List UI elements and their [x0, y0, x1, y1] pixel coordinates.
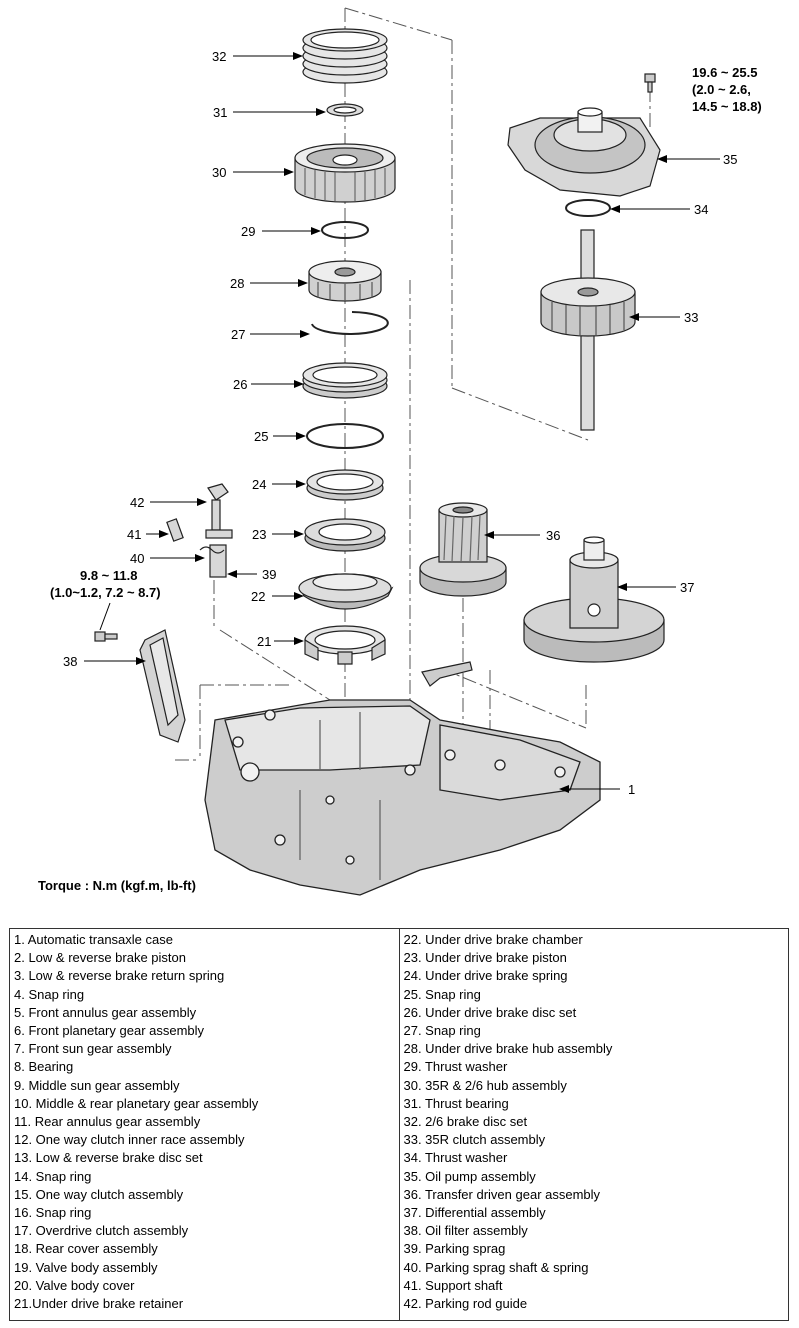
torque-oil-pump-line1: 19.6 ~ 25.5 [692, 65, 757, 80]
legend-item: 38. Oil filter assembly [403, 1223, 528, 1239]
hub-assembly-30-drawing [294, 143, 396, 203]
torque-filter-line1: 9.8 ~ 11.8 [80, 568, 137, 583]
callout-27: 27 [231, 327, 245, 342]
callout-1: 1 [628, 782, 635, 797]
legend-item: 12. One way clutch inner race assembly [14, 1132, 245, 1148]
callout-35: 35 [723, 152, 737, 167]
legend-item: 39. Parking sprag [403, 1241, 506, 1257]
legend-item: 29. Thrust washer [403, 1059, 508, 1075]
callout-39: 39 [262, 567, 276, 582]
callout-41: 41 [127, 527, 141, 542]
legend-item: 31. Thrust bearing [403, 1095, 509, 1111]
legend-item: 19. Valve body assembly [14, 1259, 158, 1275]
callout-36: 36 [546, 528, 560, 543]
oil-pump-drawing [507, 107, 661, 197]
thrust-bearing-drawing [326, 103, 364, 117]
snap-ring-25-drawing [306, 423, 384, 449]
filter-bolt-drawing [94, 631, 118, 642]
oil-filter-drawing [139, 629, 186, 743]
legend-item: 21.Under drive brake retainer [14, 1296, 184, 1312]
legend-item: 37. Differential assembly [403, 1205, 546, 1221]
parking-parts-drawing [166, 483, 233, 578]
callout-28: 28 [230, 276, 244, 291]
parts-legend-table: 1. Automatic transaxle case 2. Low & reve… [9, 928, 789, 1321]
legend-item: 25. Snap ring [403, 986, 481, 1002]
callout-42: 42 [130, 495, 144, 510]
legend-item: 10. Middle & rear planetary gear assembl… [14, 1095, 259, 1111]
legend-item: 20. Valve body cover [14, 1277, 135, 1293]
torque-units-note: Torque : N.m (kgf.m, lb-ft) [38, 878, 196, 893]
transaxle-case-drawing [204, 699, 601, 896]
callout-33: 33 [684, 310, 698, 325]
brake-disc-set-32-drawing [302, 28, 388, 84]
legend-item: 11. Rear annulus gear assembly [14, 1114, 201, 1130]
legend-item: 5. Front annulus gear assembly [14, 1004, 197, 1020]
torque-oil-pump-line3: 14.5 ~ 18.8) [692, 99, 762, 114]
legend-item: 9. Middle sun gear assembly [14, 1077, 180, 1093]
legend-item: 30. 35R & 2/6 hub assembly [403, 1077, 567, 1093]
legend-item: 1. Automatic transaxle case [14, 932, 173, 947]
brake-spring-24-drawing [306, 469, 384, 501]
thrust-washer-29-drawing [321, 221, 369, 239]
legend-item: 23. Under drive brake piston [403, 950, 567, 966]
legend-item: 18. Rear cover assembly [14, 1241, 158, 1257]
brake-disc-set-26-drawing [302, 362, 388, 399]
callout-34: 34 [694, 202, 708, 217]
legend-item: 15. One way clutch assembly [14, 1186, 184, 1202]
legend-item: 4. Snap ring [14, 986, 85, 1002]
legend-item: 28. Under drive brake hub assembly [403, 1041, 613, 1057]
callout-24: 24 [252, 477, 266, 492]
differential-drawing [523, 536, 665, 663]
legend-item: 33. 35R clutch assembly [403, 1132, 546, 1148]
legend-item: 14. Snap ring [14, 1168, 92, 1184]
legend-item: 41. Support shaft [403, 1277, 503, 1293]
legend-column-right: 22. Under drive brake chamber 23. Under d… [398, 929, 789, 1320]
callout-29: 29 [241, 224, 255, 239]
clutch-35r-drawing [540, 229, 636, 431]
brake-piston-23-drawing [304, 518, 386, 552]
legend-item: 6. Front planetary gear assembly [14, 1023, 205, 1039]
legend-item: 8. Bearing [14, 1059, 74, 1075]
callout-40: 40 [130, 551, 144, 566]
callout-38: 38 [63, 654, 77, 669]
oil-pump-bolt-drawing [644, 73, 656, 93]
callout-25: 25 [254, 429, 268, 444]
legend-item: 35. Oil pump assembly [403, 1168, 536, 1184]
transfer-driven-gear-drawing [419, 502, 507, 597]
legend-item: 24. Under drive brake spring [403, 968, 568, 984]
brake-hub-28-drawing [308, 260, 382, 302]
legend-item: 2. Low & reverse brake piston [14, 950, 186, 966]
callout-32: 32 [212, 49, 226, 64]
torque-oil-pump-line2: (2.0 ~ 2.6, [692, 82, 751, 97]
legend-item: 34. Thrust washer [403, 1150, 508, 1166]
legend-item: 17. Overdrive clutch assembly [14, 1223, 189, 1239]
legend-item: 16. Snap ring [14, 1205, 92, 1221]
brake-retainer-21-drawing [304, 625, 386, 665]
legend-item: 26. Under drive brake disc set [403, 1004, 577, 1020]
snap-ring-27-drawing [311, 311, 389, 335]
callout-23: 23 [252, 527, 266, 542]
callout-30: 30 [212, 165, 226, 180]
torque-filter-line2: (1.0~1.2, 7.2 ~ 8.7) [50, 585, 161, 600]
legend-item: 27. Snap ring [403, 1023, 481, 1039]
exploded-view-diagram: 32 31 30 29 28 27 26 25 24 23 22 21 42 4… [50, 7, 762, 896]
legend-item: 3. Low & reverse brake return spring [14, 968, 225, 984]
callout-22: 22 [251, 589, 265, 604]
callout-31: 31 [213, 105, 227, 120]
callout-21: 21 [257, 634, 271, 649]
legend-item: 32. 2/6 brake disc set [403, 1114, 528, 1130]
legend-item: 36. Transfer driven gear assembly [403, 1186, 601, 1202]
legend-item: 22. Under drive brake chamber [403, 932, 583, 947]
legend-column-left: 1. Automatic transaxle case 2. Low & reve… [10, 929, 399, 1320]
callout-26: 26 [233, 377, 247, 392]
callout-37: 37 [680, 580, 694, 595]
legend-item: 7. Front sun gear assembly [14, 1041, 172, 1057]
legend-item: 40. Parking sprag shaft & spring [403, 1259, 589, 1275]
legend-item: 13. Low & reverse brake disc set [14, 1150, 203, 1166]
brake-chamber-22-drawing [298, 573, 394, 610]
thrust-washer-34-drawing [565, 199, 611, 217]
legend-item: 42. Parking rod guide [403, 1296, 528, 1312]
